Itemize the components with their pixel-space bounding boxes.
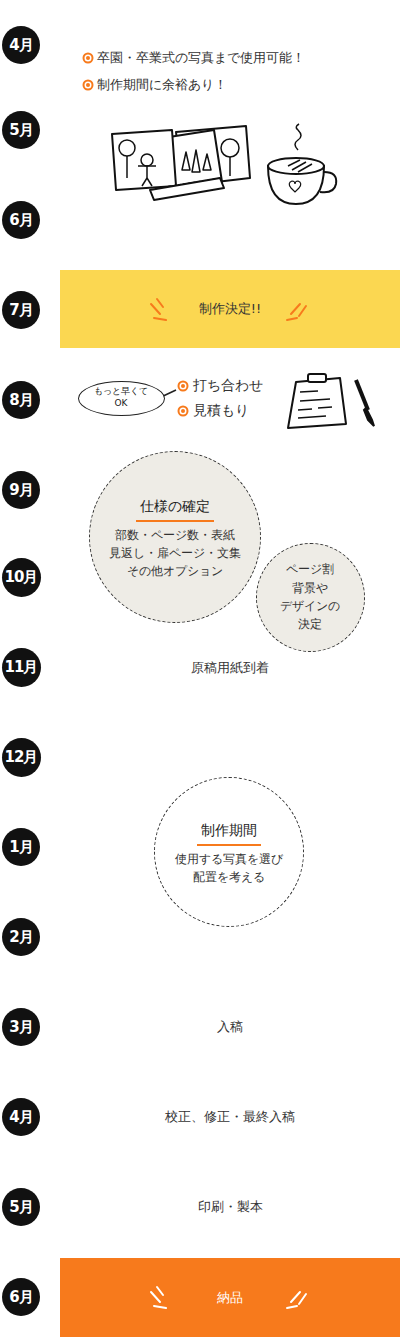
- month-label: 12月: [5, 748, 38, 767]
- month-marker: 7月: [2, 291, 40, 329]
- note-circle: 制作期間使用する写真を選び 配置を考える: [154, 777, 304, 927]
- node-label: もっと早くて OK: [92, 386, 150, 409]
- circle-body: ページ割 背景や デザインの 決定: [274, 560, 346, 634]
- month-marker: 6月: [2, 201, 40, 239]
- month-label: 9月: [9, 481, 32, 500]
- month-marker: 4月: [2, 26, 40, 64]
- circle-body: 使用する写真を選び 配置を考える: [166, 850, 292, 887]
- circle-content: ページ割 背景や デザインの 決定: [274, 560, 346, 634]
- month-label: 6月: [9, 211, 32, 230]
- step-label: 制作期間に余裕あり！: [97, 76, 227, 94]
- month-marker: 8月: [2, 381, 40, 419]
- month-marker: 12月: [2, 738, 41, 777]
- step-label: 卒園・卒業式の写真まで使用可能！: [97, 49, 305, 67]
- note-circle: 仕様の確定部数・ページ数・表紙 見返し・扉ページ・文集 その他オプション: [89, 451, 261, 623]
- step-label: 原稿用紙到着: [191, 659, 269, 677]
- month-marker: 5月: [2, 1188, 40, 1226]
- step-label: 印刷・製本: [198, 1198, 263, 1216]
- milestone-band: 納品: [60, 1258, 400, 1337]
- bullet-dots: [84, 54, 188, 416]
- month-marker: 4月: [2, 1098, 40, 1136]
- month-label: 1月: [9, 838, 32, 857]
- month-marker: 3月: [2, 1008, 40, 1046]
- circle-content: 仕様の確定部数・ページ数・表紙 見返し・扉ページ・文集 その他オプション: [105, 493, 245, 581]
- step-label: 校正、修正・最終入稿: [165, 1108, 295, 1126]
- cup-icon: [268, 124, 336, 204]
- month-label: 6月: [9, 1288, 32, 1307]
- month-marker: 2月: [2, 918, 40, 956]
- step-label: 見積もり: [193, 402, 249, 420]
- circle-heading: 制作期間: [166, 817, 292, 850]
- month-label: 5月: [9, 1198, 32, 1217]
- speech-bubble: もっと早くて OK: [78, 381, 165, 416]
- circle-content: 制作期間使用する写真を選び 配置を考える: [166, 817, 292, 886]
- step-label: 打ち合わせ: [193, 377, 263, 395]
- month-marker: 11月: [2, 648, 41, 687]
- month-label: 10月: [5, 568, 38, 587]
- month-marker: 5月: [2, 111, 40, 149]
- clipboard-icon: [288, 374, 346, 428]
- burst-marks: [151, 1287, 306, 1308]
- heading-underline: 制作期間: [197, 820, 261, 846]
- circle-heading: 仕様の確定: [105, 493, 245, 526]
- month-label: 4月: [9, 36, 32, 55]
- node-label: 納品: [217, 1289, 243, 1307]
- month-marker: 10月: [2, 558, 41, 597]
- month-label: 5月: [9, 121, 32, 140]
- heading-underline: 仕様の確定: [136, 496, 214, 522]
- step-label: 入稿: [217, 1018, 243, 1036]
- month-marker: 9月: [2, 471, 40, 509]
- month-marker: 1月: [2, 828, 40, 866]
- photos-icon: [112, 126, 250, 200]
- month-label: 8月: [9, 391, 32, 410]
- month-label: 4月: [9, 1108, 32, 1127]
- bullet-centers: [86, 56, 185, 413]
- month-label: 7月: [9, 301, 32, 320]
- month-label: 2月: [9, 928, 32, 947]
- circle-body: 部数・ページ数・表紙 見返し・扉ページ・文集 その他オプション: [105, 526, 245, 581]
- burst-marks: [151, 299, 306, 320]
- milestone-band: 制作決定!!: [60, 270, 400, 348]
- month-marker: 6月: [2, 1278, 40, 1316]
- month-label: 3月: [9, 1018, 32, 1037]
- month-label: 11月: [5, 658, 38, 677]
- note-circle: ページ割 背景や デザインの 決定: [256, 543, 365, 652]
- node-label: 制作決定!!: [199, 300, 261, 318]
- brush-icon: [356, 380, 374, 426]
